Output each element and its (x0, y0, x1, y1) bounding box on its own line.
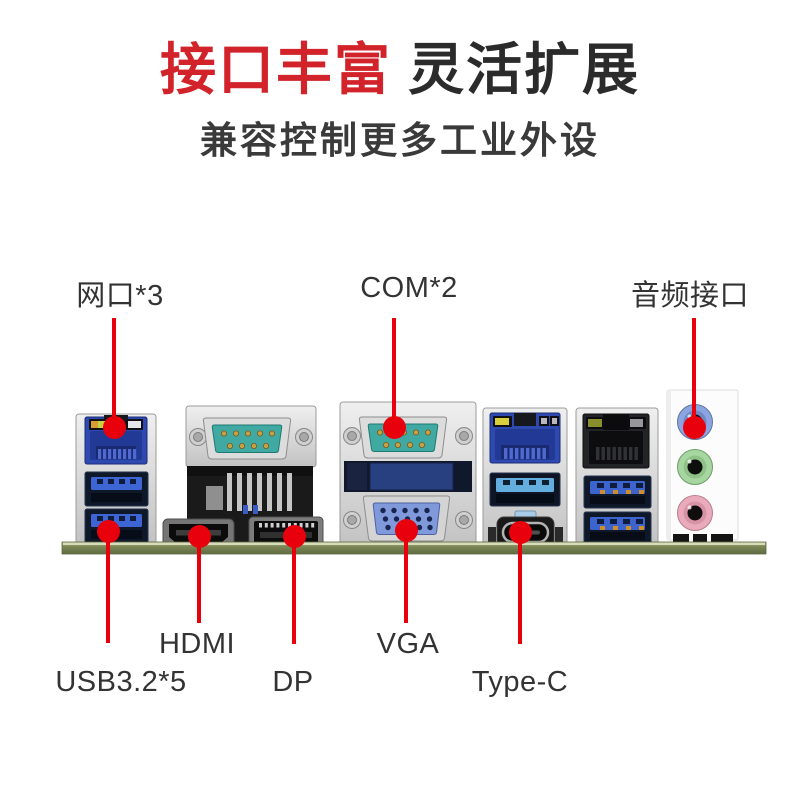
callout-line-com (392, 318, 396, 430)
usb3-port (583, 475, 652, 509)
usb3-port (583, 511, 652, 545)
bracket-window (369, 462, 454, 491)
headline: 接口丰富灵活扩展 (0, 34, 800, 106)
callout-line-hdmi (197, 536, 201, 623)
db9-serial-com-port (202, 417, 292, 460)
label-audio: 音频接口 (630, 280, 750, 312)
label-usb: USB3.2*5 (55, 666, 187, 698)
callout-dot-lan (102, 415, 126, 439)
vga-pin-holes (380, 507, 433, 531)
usb-tongue (91, 477, 142, 490)
ethernet-lan-port (489, 412, 561, 464)
label-hdmi: HDMI (158, 628, 236, 660)
callout-line-usb (106, 531, 110, 643)
headline-rest: 灵活扩展 (408, 38, 640, 101)
callout-line-dp (292, 536, 296, 644)
io-block-lan-usb (75, 413, 157, 545)
db9-serial-com-port (358, 416, 448, 459)
callout-line-vga (404, 530, 408, 623)
audio-line-out-jack (677, 449, 713, 485)
label-com: COM*2 (360, 272, 458, 304)
audio-mic-jack (677, 495, 713, 531)
callout-dot-hdmi (187, 524, 211, 548)
io-block-lan-usb2 (575, 407, 659, 548)
callout-dot-dp (282, 524, 306, 548)
label-typec: Type-C (471, 666, 569, 698)
label-vga: VGA (376, 628, 440, 660)
callout-dot-typec (508, 520, 532, 544)
callout-dot-usb (96, 519, 120, 543)
usb3-port (84, 471, 149, 507)
callout-dot-com (382, 415, 406, 439)
ethernet-lan-port (84, 415, 148, 465)
callout-line-typec (518, 532, 522, 644)
callout-dot-audio (682, 415, 706, 439)
headline-accent: 接口丰富 (160, 38, 392, 101)
subheadline: 兼容控制更多工业外设 (200, 120, 600, 161)
io-block-audio (666, 389, 739, 543)
io-block-com2-vga (339, 401, 477, 549)
label-lan: 网口*3 (76, 280, 164, 312)
label-dp: DP (272, 666, 314, 698)
pcb-edge (61, 541, 767, 555)
usb-tongue (496, 478, 554, 492)
callout-line-lan (112, 318, 116, 430)
db9-pins (220, 430, 275, 449)
usb3-port (489, 472, 561, 507)
callout-dot-vga (394, 518, 418, 542)
callout-line-audio (692, 318, 696, 430)
ethernet-lan-port-black (582, 413, 650, 469)
bracket-screw (343, 427, 473, 529)
